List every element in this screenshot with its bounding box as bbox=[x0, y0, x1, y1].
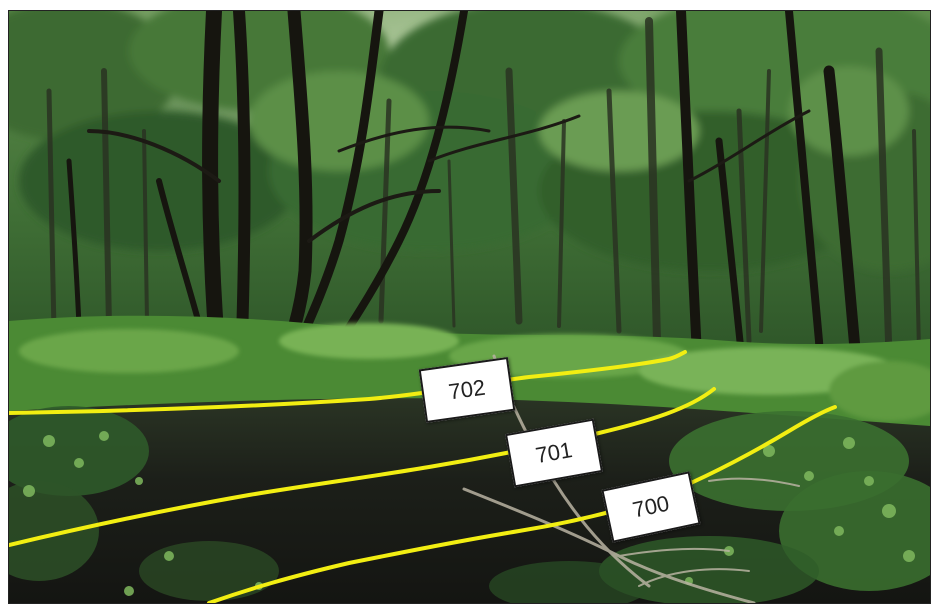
contour-line-700 bbox=[207, 405, 837, 603]
leaf-highlights bbox=[23, 431, 915, 596]
forest-photo bbox=[9, 11, 930, 603]
distant-trunks bbox=[46, 17, 921, 360]
branches bbox=[87, 109, 811, 243]
photo-frame: 702 701 700 bbox=[8, 10, 931, 604]
contour-line-701 bbox=[9, 387, 716, 547]
